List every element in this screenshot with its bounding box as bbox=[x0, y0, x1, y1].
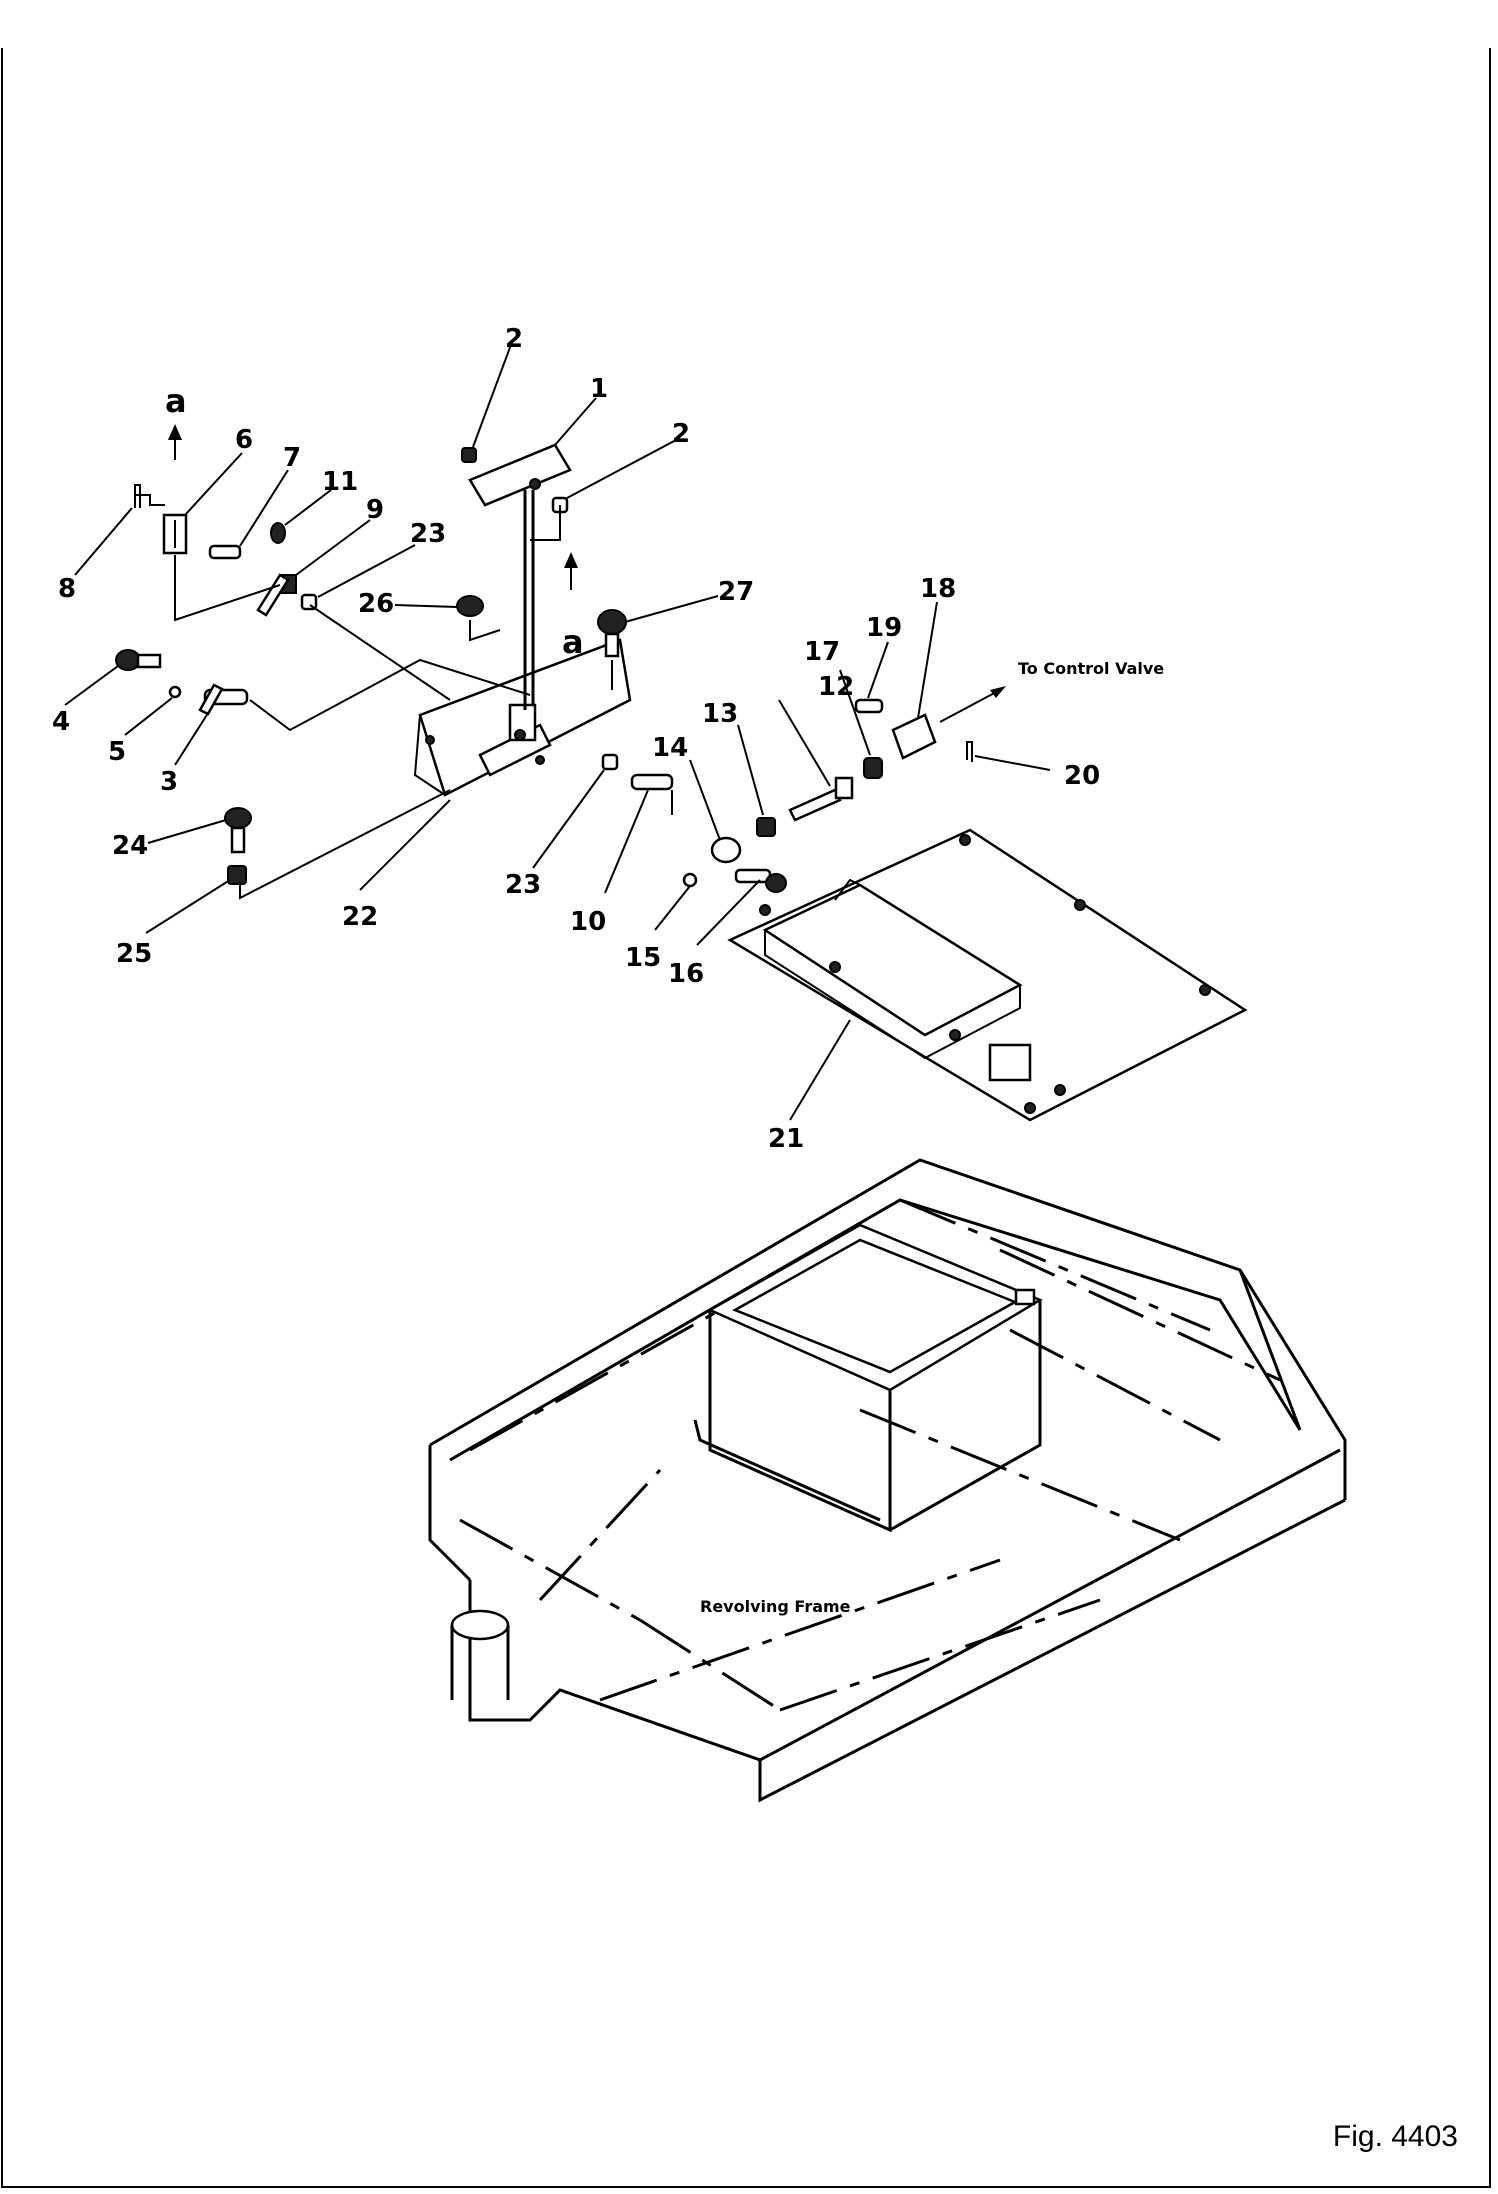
callout-12: 12 bbox=[818, 672, 854, 702]
leader-lines bbox=[64, 341, 1051, 1121]
callout-25: 25 bbox=[116, 939, 152, 969]
callout-4: 4 bbox=[52, 707, 70, 737]
callout-16: 16 bbox=[668, 959, 704, 989]
revolving-frame: Revolving Frame bbox=[428, 1158, 1347, 1803]
small-parts bbox=[115, 447, 973, 893]
section-a-label: a bbox=[165, 382, 187, 420]
callout-22: 22 bbox=[342, 902, 378, 932]
frame-label: Revolving Frame bbox=[700, 1597, 851, 1616]
callout-21: 21 bbox=[768, 1124, 804, 1154]
callout-14: 14 bbox=[652, 733, 688, 763]
section-mark-a-left: a bbox=[165, 382, 187, 460]
callout-20: 20 bbox=[1064, 761, 1100, 791]
pedal-top bbox=[468, 443, 572, 507]
callout-7: 7 bbox=[283, 443, 301, 473]
callout-15: 15 bbox=[625, 943, 661, 973]
section-mark-a-right: a bbox=[562, 552, 584, 661]
callout-27: 27 bbox=[718, 577, 754, 607]
callout-9: 9 bbox=[366, 495, 384, 525]
callout-2: 2 bbox=[672, 419, 690, 449]
callout-8: 8 bbox=[58, 574, 76, 604]
control-valve-label: To Control Valve bbox=[1018, 659, 1164, 678]
callout-5: 5 bbox=[108, 737, 126, 767]
callout-11: 11 bbox=[322, 467, 358, 497]
callout-24: 24 bbox=[112, 831, 148, 861]
callout-18: 18 bbox=[920, 574, 956, 604]
callout-6: 6 bbox=[235, 425, 253, 455]
callout-19: 19 bbox=[866, 613, 902, 643]
callout-23: 23 bbox=[410, 519, 446, 549]
callout-13: 13 bbox=[702, 699, 738, 729]
figure-number: Fig. 4403 bbox=[1332, 2120, 1458, 2153]
callout-23: 23 bbox=[505, 870, 541, 900]
callout-3: 3 bbox=[160, 767, 178, 797]
callout-10: 10 bbox=[570, 907, 606, 937]
lever-bracket bbox=[413, 490, 632, 797]
callout-26: 26 bbox=[358, 589, 394, 619]
callout-2: 2 bbox=[505, 324, 523, 354]
sheet-border bbox=[1, 48, 1491, 2188]
cover-plate bbox=[727, 828, 1248, 1122]
section-a-label: a bbox=[562, 623, 584, 661]
callout-17: 17 bbox=[804, 637, 840, 667]
assembly-lines bbox=[135, 494, 1006, 900]
callout-labels: 1 2 2 3 4 5 6 7 8 9 10 11 12 13 14 15 16… bbox=[52, 324, 1100, 1154]
callout-1: 1 bbox=[590, 374, 608, 404]
